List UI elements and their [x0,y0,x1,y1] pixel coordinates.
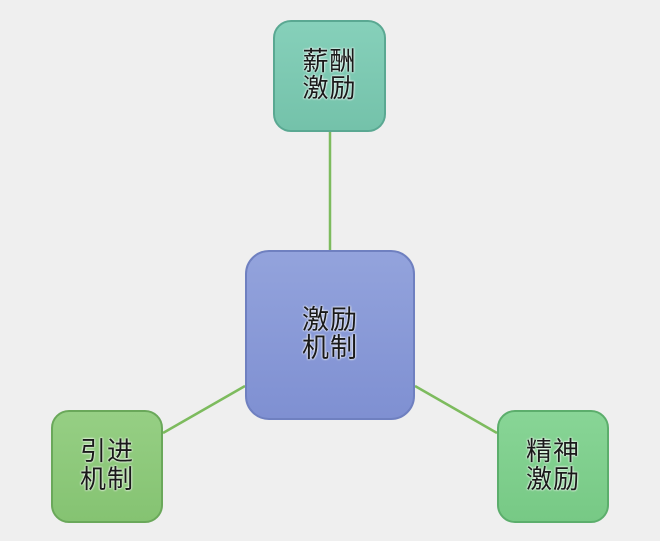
node-label-line: 引进 [79,437,134,468]
node-label-line: 机制 [79,464,134,495]
node-spiritual-incentive[interactable]: 精神 激励 [497,410,609,523]
connector-right [414,384,498,435]
node-label-line: 薪酬 [302,46,357,77]
connector-left [162,384,246,435]
node-label-line: 激励 [525,464,580,495]
node-label-line: 激励 [302,304,358,336]
node-salary-incentive[interactable]: 薪酬 激励 [273,20,386,132]
node-introduction-mechanism[interactable]: 引进 机制 [51,410,163,523]
node-label-line: 机制 [302,333,358,364]
node-label-line: 激励 [302,74,357,104]
node-label-line: 精神 [525,437,580,468]
node-incentive-mechanism[interactable]: 激励 机制 [245,250,415,420]
